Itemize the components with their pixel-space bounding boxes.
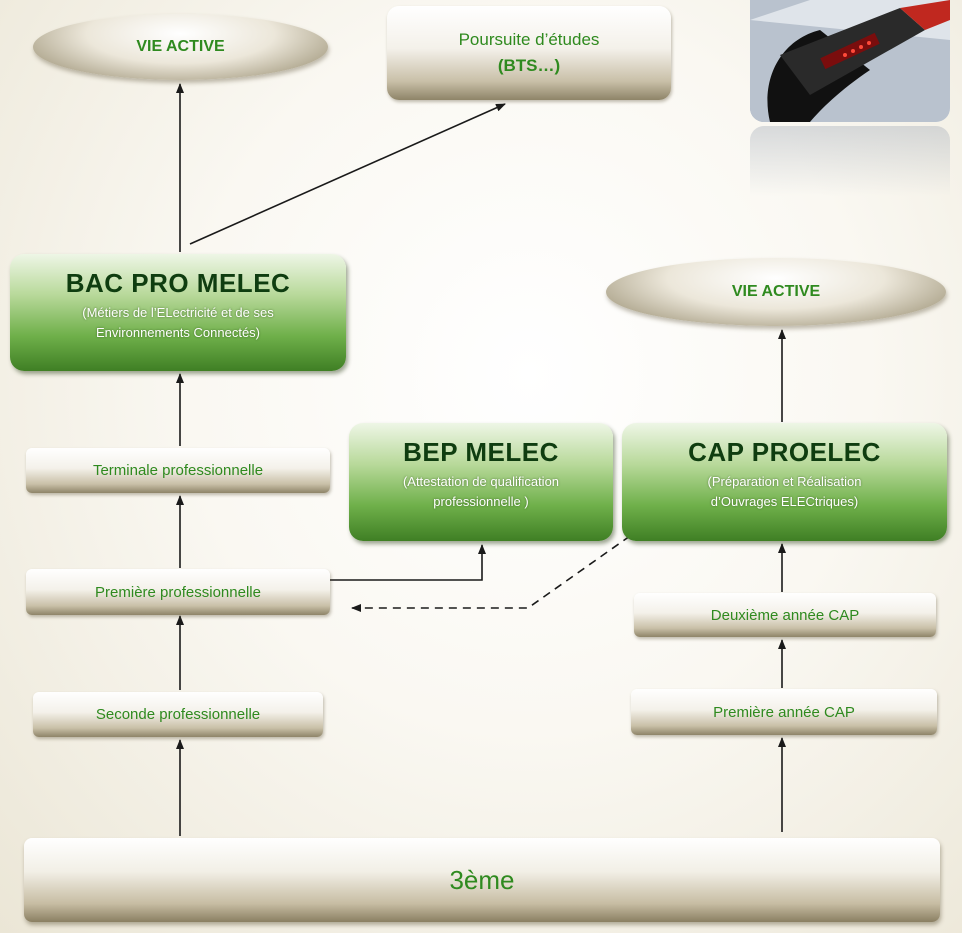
seconde-pro-node: Seconde professionnelle [33,692,323,737]
premiere-cap-label: Première année CAP [713,703,855,721]
premiere-cap-node: Première année CAP [631,689,937,735]
poursuite-label: Poursuite d’études [458,30,600,49]
poursuite-sub-label: (BTS…) [497,56,561,75]
electrician-tester-photo [750,0,950,122]
cap-sub-1: (Préparation et Réalisation [707,474,862,489]
arrow-bac-to-poursuite [189,103,506,245]
terminale-pro-node: Terminale professionnelle [26,448,330,493]
deuxieme-cap-label: Deuxième année CAP [710,606,860,624]
bep-melec-node: BEP MELEC (Attestation de qualification … [349,423,613,541]
bep-sub-1: (Attestation de qualification [402,474,560,489]
bac-pro-sub-1: (Métiers de l’ELectricité et de ses [82,305,274,320]
cap-title: CAP PROELEC [688,437,881,467]
vie-active-left-label: VIE ACTIVE [136,38,225,55]
vie-active-left-node: VIE ACTIVE [33,14,328,80]
terminale-label: Terminale professionnelle [92,462,264,479]
troisieme-node: 3ème [24,838,940,922]
bac-pro-sub-2: Environnements Connectés) [95,325,261,340]
troisieme-label: 3ème [449,864,515,895]
cap-proelec-node: CAP PROELEC (Préparation et Réalisation … [622,423,947,541]
deuxieme-cap-node: Deuxième année CAP [634,593,936,637]
arrow-premiere-to-bep [330,544,486,581]
bep-sub-2: professionnelle ) [433,494,529,509]
seconde-pro-label: Seconde professionnelle [95,706,261,723]
bep-title: BEP MELEC [403,437,559,467]
arrow-cap-to-premiere-dashed [351,535,631,612]
bac-pro-title: BAC PRO MELEC [65,268,291,298]
photo-reflection [750,126,950,196]
poursuite-etudes-node: Poursuite d’études (BTS…) [387,6,671,100]
bac-pro-melec-node: BAC PRO MELEC (Métiers de l’ELectricité … [10,254,346,371]
premiere-pro-label: Première professionnelle [95,583,261,601]
vie-active-right-node: VIE ACTIVE [606,258,946,326]
premiere-pro-node: Première professionnelle [26,569,330,615]
cap-sub-2: d’Ouvrages ELECtriques) [710,494,859,509]
vie-active-right-label: VIE ACTIVE [731,283,821,300]
tester-icon [750,0,950,122]
